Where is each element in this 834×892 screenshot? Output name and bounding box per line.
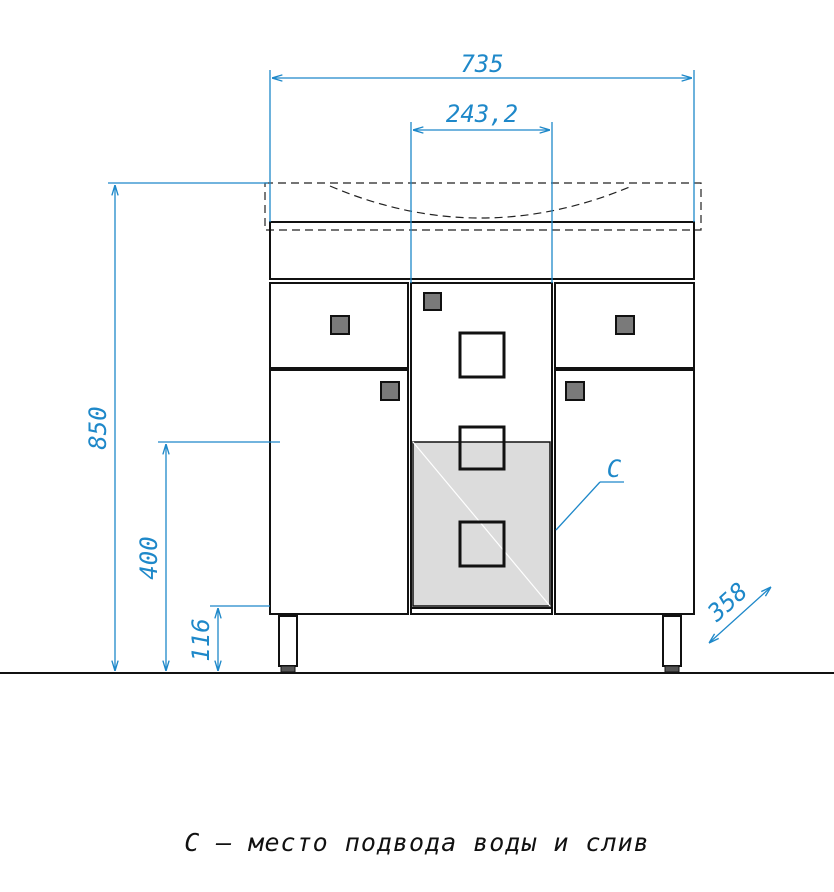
cabinet-top <box>269 221 695 280</box>
dimension-width-total: 735 <box>269 50 695 222</box>
caption-legend: С – место подвода воды и слив <box>184 828 650 857</box>
legs <box>278 615 682 673</box>
central-middle-square-icon <box>458 425 506 471</box>
right-door-handle-icon <box>565 381 585 401</box>
central-top-handle-icon <box>423 292 442 311</box>
dimension-height-total: 850 <box>84 182 268 671</box>
left-drawer-handle-icon <box>330 315 350 335</box>
dimension-sink-bowl: 243,2 <box>410 100 553 283</box>
dimension-water-connection-label: 400 <box>135 536 163 579</box>
dimension-plinth: 116 <box>187 605 270 671</box>
dimension-depth: 358 <box>701 577 771 643</box>
dimension-width-total-label: 735 <box>460 50 503 78</box>
sink-outline <box>264 182 702 231</box>
right-drawer-handle-icon <box>615 315 635 335</box>
central-section <box>410 282 553 615</box>
callout-c: C <box>555 455 624 531</box>
callout-c-label: C <box>607 455 622 483</box>
dimension-plinth-label: 116 <box>187 618 215 661</box>
dimension-water-connection: 400 <box>135 441 280 671</box>
dimension-height-total-label: 850 <box>84 406 112 449</box>
central-lower-square-icon <box>458 520 506 568</box>
left-door-handle-icon <box>380 381 400 401</box>
central-upper-square-icon <box>458 331 506 379</box>
dimension-depth-label: 358 <box>701 577 753 627</box>
dimension-sink-bowl-label: 243,2 <box>446 100 518 128</box>
left-drawer <box>269 282 409 369</box>
right-door <box>554 369 695 615</box>
left-door <box>269 369 409 615</box>
right-drawer <box>554 282 695 369</box>
